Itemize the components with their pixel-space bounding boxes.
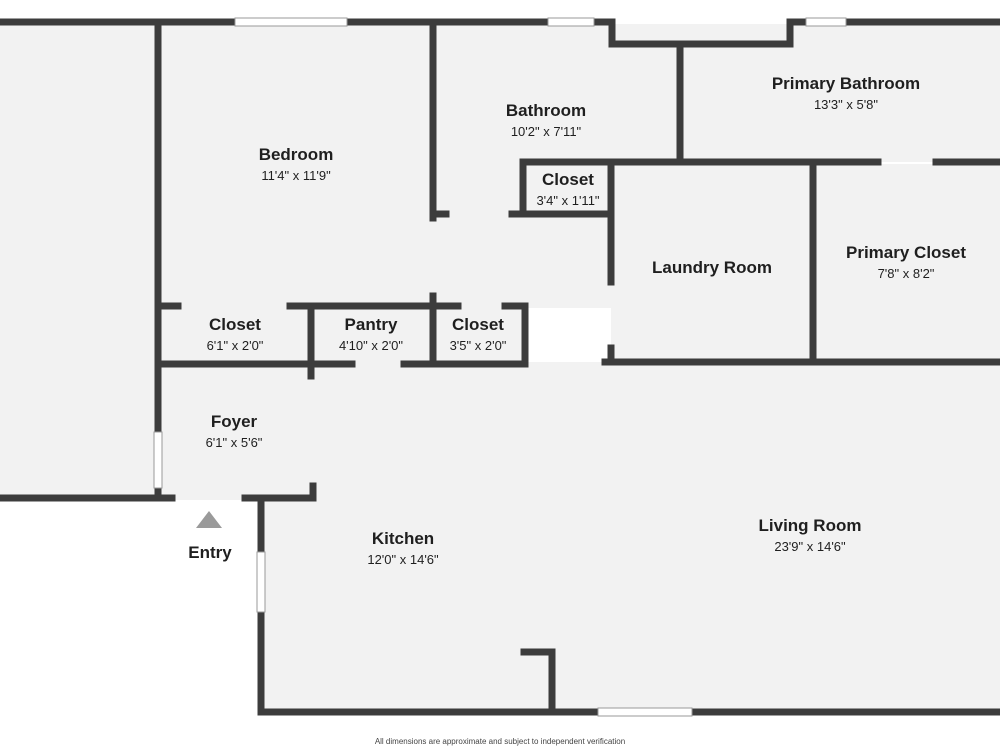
- window-bottom: [597, 707, 693, 717]
- room-dims-bathroom: 10'2" x 7'11": [511, 124, 582, 139]
- room-dims-pantry: 4'10" x 2'0": [339, 338, 403, 353]
- floor-closet-small: [523, 164, 611, 214]
- wall-kitchen-stub: [520, 648, 556, 716]
- floor-bedroom: [158, 24, 433, 306]
- room-dims-closet-small: 3'4" x 1'11": [536, 193, 599, 208]
- room-dims-closet-mid: 3'5" x 2'0": [450, 338, 507, 353]
- room-dims-primary-closet: 7'8" x 8'2": [878, 266, 935, 281]
- room-dims-foyer: 6'1" x 5'6": [206, 435, 263, 450]
- room-name-bathroom: Bathroom: [506, 101, 586, 120]
- room-name-laundry: Laundry Room: [652, 258, 772, 277]
- floor-hall: [433, 214, 611, 308]
- window-kitchen-left: [256, 551, 266, 613]
- window-bathroom-top: [547, 17, 595, 27]
- room-name-pantry: Pantry: [345, 315, 398, 334]
- wall-foyer-bottom-right: [241, 482, 317, 502]
- disclaimer-text: All dimensions are approximate and subje…: [374, 737, 626, 746]
- floor-left-strip: [0, 24, 158, 498]
- room-dims-closet-left: 6'1" x 2'0": [207, 338, 264, 353]
- window-bedroom-top: [234, 17, 348, 27]
- room-name-living: Living Room: [759, 516, 862, 535]
- entry-label: Entry: [188, 543, 232, 562]
- floor-areas: [0, 24, 1000, 712]
- window-foyer-left: [153, 431, 163, 489]
- room-dims-living: 23'9" x 14'6": [774, 539, 846, 554]
- room-name-primary-closet: Primary Closet: [846, 243, 966, 262]
- room-dims-bedroom: 11'4" x 11'9": [261, 168, 331, 183]
- window-primary-bathroom-top: [805, 17, 847, 27]
- room-labels: Primary Bathroom 13'3" x 5'8" Bathroom 1…: [188, 74, 966, 567]
- floor-closets-row: [158, 306, 525, 364]
- room-dims-kitchen: 12'0" x 14'6": [367, 552, 439, 567]
- entry-arrow-icon: [196, 511, 222, 528]
- room-name-kitchen: Kitchen: [372, 529, 434, 548]
- windows: [153, 17, 847, 717]
- room-name-foyer: Foyer: [211, 412, 258, 431]
- room-dims-primary-bathroom: 13'3" x 5'8": [814, 97, 878, 112]
- floor-foyer-link: [313, 364, 413, 500]
- room-name-bedroom: Bedroom: [259, 145, 334, 164]
- room-name-closet-left: Closet: [209, 315, 261, 334]
- floor-primary-closet: [813, 164, 1000, 362]
- floor-laundry: [611, 164, 813, 362]
- room-name-closet-mid: Closet: [452, 315, 504, 334]
- room-name-primary-bathroom: Primary Bathroom: [772, 74, 920, 93]
- room-name-closet-small: Closet: [542, 170, 594, 189]
